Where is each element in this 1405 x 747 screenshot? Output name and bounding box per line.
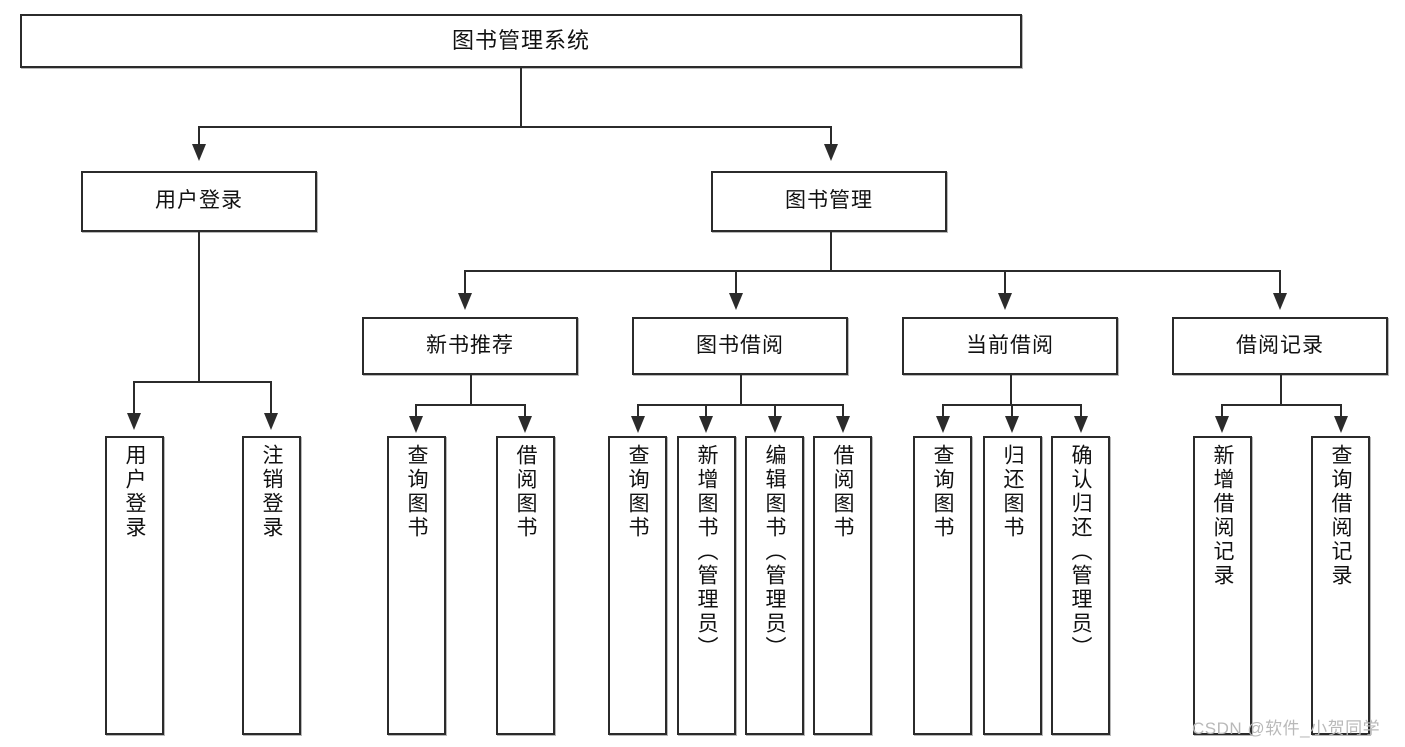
arrowhead-user-login: [192, 144, 206, 161]
node-label: 借阅记录: [1236, 333, 1324, 357]
connector-br-bus: [1221, 404, 1341, 406]
node-label: 用户登录: [155, 189, 243, 213]
node-label: 新增借阅记录: [1211, 444, 1234, 588]
node-label: 新书推荐: [426, 333, 514, 357]
node-new-book-recommend[interactable]: 新书推荐: [362, 317, 578, 375]
arrowhead-nbr-leaf-1: [409, 416, 423, 433]
arrowhead-nbr-leaf-2: [518, 416, 532, 433]
node-label: 图书管理: [785, 189, 873, 213]
node-root-library-system[interactable]: 图书管理系统: [20, 14, 1022, 68]
connector-drop-book-borrow: [735, 270, 737, 295]
node-user-login[interactable]: 用户登录: [81, 171, 317, 232]
node-label: 确认归还（管理员）: [1069, 444, 1092, 660]
arrowhead-book-borrow: [729, 293, 743, 310]
connector-bb-stem: [740, 375, 742, 405]
connector-drop-cb-leaf-1: [942, 404, 944, 418]
connector-drop-br-leaf-2: [1340, 404, 1342, 418]
connector-drop-bb-leaf-1: [637, 404, 639, 418]
leaf-cb-query-book[interactable]: 查询图书: [913, 436, 972, 735]
arrowhead-ul-leaf-2: [264, 413, 278, 430]
node-label: 图书借阅: [696, 333, 784, 357]
node-label: 借阅图书: [514, 444, 537, 540]
node-label: 查询借阅记录: [1329, 444, 1352, 588]
node-label: 新增图书（管理员）: [695, 444, 718, 660]
node-label: 查询图书: [626, 444, 649, 540]
node-label: 查询图书: [405, 444, 428, 540]
node-label: 借阅图书: [831, 444, 854, 540]
connector-drop-nbr-leaf-1: [415, 404, 417, 418]
node-current-borrow[interactable]: 当前借阅: [902, 317, 1118, 375]
node-label: 查询图书: [931, 444, 954, 540]
connector-drop-borrow-record: [1279, 270, 1281, 295]
leaf-nbr-borrow-book[interactable]: 借阅图书: [496, 436, 555, 735]
arrowhead-bb-leaf-2: [699, 416, 713, 433]
connector-user-login-stem: [198, 232, 200, 382]
leaf-cb-return-book[interactable]: 归还图书: [983, 436, 1042, 735]
connector-drop-br-leaf-1: [1221, 404, 1223, 418]
leaf-user-login-signout[interactable]: 注销登录: [242, 436, 301, 735]
leaf-bb-borrow-book[interactable]: 借阅图书: [813, 436, 872, 735]
arrowhead-ul-leaf-1: [127, 413, 141, 430]
leaf-br-query-record[interactable]: 查询借阅记录: [1311, 436, 1370, 735]
arrowhead-book-manage: [824, 144, 838, 161]
arrowhead-bb-leaf-1: [631, 416, 645, 433]
csdn-watermark: CSDN @软件_小贺同学: [1192, 719, 1381, 738]
node-borrow-record[interactable]: 借阅记录: [1172, 317, 1388, 375]
node-label: 图书管理系统: [451, 28, 590, 54]
arrowhead-bb-leaf-3: [768, 416, 782, 433]
leaf-bb-edit-book-admin[interactable]: 编辑图书（管理员）: [745, 436, 804, 735]
node-book-manage[interactable]: 图书管理: [711, 171, 947, 232]
arrowhead-cb-leaf-2: [1005, 416, 1019, 433]
node-label: 注销登录: [260, 444, 283, 540]
connector-root-stem: [520, 68, 522, 126]
leaf-user-login-signin[interactable]: 用户登录: [105, 436, 164, 735]
connector-cb-stem: [1010, 375, 1012, 405]
leaf-bb-query-book[interactable]: 查询图书: [608, 436, 667, 735]
arrowhead-borrow-record: [1273, 293, 1287, 310]
connector-level2-bus: [198, 126, 832, 128]
arrowhead-cb-leaf-3: [1074, 416, 1088, 433]
node-label: 编辑图书（管理员）: [763, 444, 786, 660]
connector-user-login-bus: [133, 381, 271, 383]
leaf-bb-add-book-admin[interactable]: 新增图书（管理员）: [677, 436, 736, 735]
node-label: 用户登录: [123, 444, 146, 540]
arrowhead-br-leaf-1: [1215, 416, 1229, 433]
arrowhead-bb-leaf-4: [836, 416, 850, 433]
arrowhead-new-book: [458, 293, 472, 310]
connector-drop-ul-leaf-2: [270, 381, 272, 415]
connector-drop-ul-leaf-1: [133, 381, 135, 415]
connector-drop-nbr-leaf-2: [524, 404, 526, 418]
connector-nbr-bus: [415, 404, 525, 406]
connector-nbr-stem: [470, 375, 472, 405]
arrowhead-br-leaf-2: [1334, 416, 1348, 433]
leaf-nbr-query-book[interactable]: 查询图书: [387, 436, 446, 735]
leaf-cb-confirm-return-admin[interactable]: 确认归还（管理员）: [1051, 436, 1110, 735]
node-label: 当前借阅: [966, 333, 1054, 357]
connector-drop-book-manage: [830, 126, 832, 146]
connector-bb-bus: [637, 404, 843, 406]
connector-level3-bus: [464, 270, 1281, 272]
node-label: 归还图书: [1001, 444, 1024, 540]
leaf-br-add-record[interactable]: 新增借阅记录: [1193, 436, 1252, 735]
connector-drop-bb-leaf-4: [842, 404, 844, 418]
connector-drop-cb-leaf-2: [1011, 404, 1013, 418]
connector-drop-current-borrow: [1004, 270, 1006, 295]
connector-drop-new-book: [464, 270, 466, 295]
connector-drop-bb-leaf-2: [705, 404, 707, 418]
arrowhead-current-borrow: [998, 293, 1012, 310]
node-book-borrow[interactable]: 图书借阅: [632, 317, 848, 375]
connector-br-stem: [1280, 375, 1282, 405]
connector-drop-bb-leaf-3: [774, 404, 776, 418]
arrowhead-cb-leaf-1: [936, 416, 950, 433]
connector-book-manage-stem: [830, 232, 832, 271]
connector-drop-cb-leaf-3: [1080, 404, 1082, 418]
connector-drop-user-login: [198, 126, 200, 146]
